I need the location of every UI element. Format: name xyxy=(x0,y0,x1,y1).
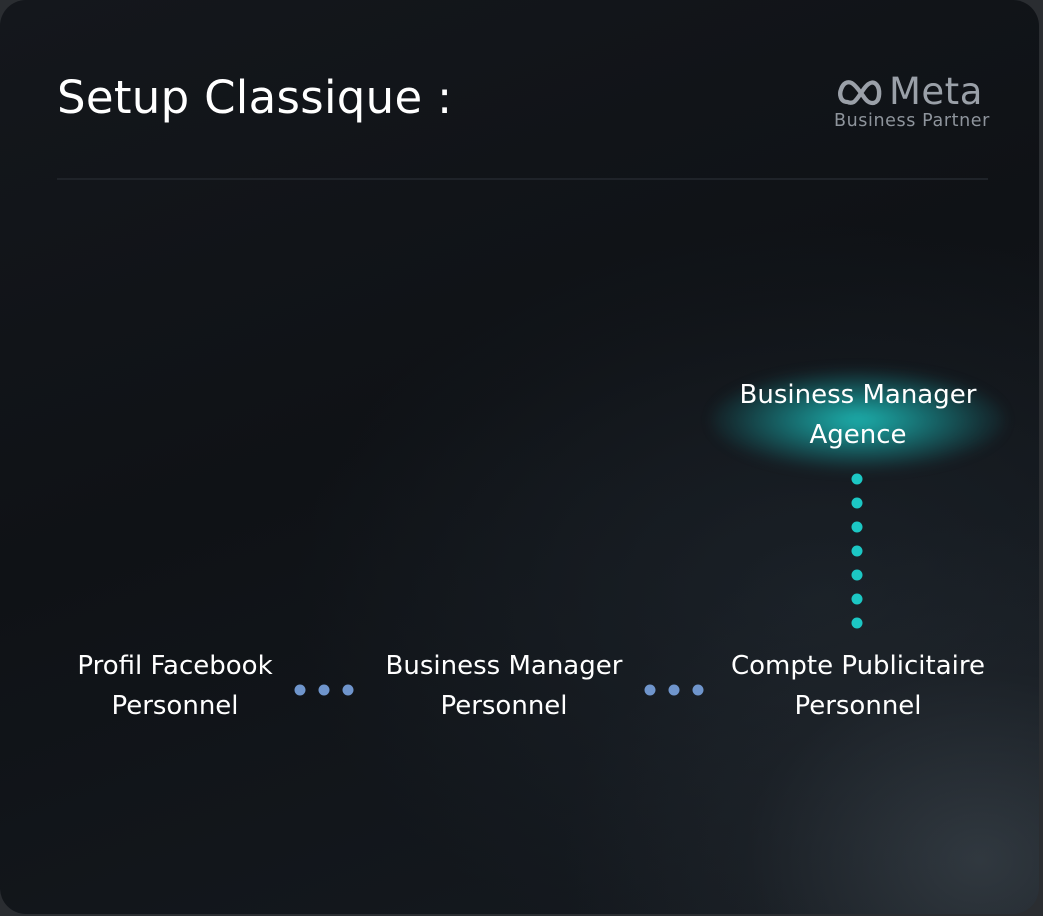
header-divider xyxy=(57,178,988,180)
node-label-line: Business Manager xyxy=(385,651,623,681)
connector-dot xyxy=(851,569,863,581)
meta-infinity-icon xyxy=(838,80,882,106)
meta-business-partner-logo: Meta Business Partner xyxy=(833,72,998,134)
connector-dot xyxy=(851,545,863,557)
node-label-line: Agence xyxy=(809,420,907,450)
connector-dot xyxy=(851,521,863,533)
meta-brand-text: Meta xyxy=(889,70,983,113)
connector-dot xyxy=(668,684,680,696)
connector-dot xyxy=(342,684,354,696)
connector-dot xyxy=(851,617,863,629)
node-label-line: Personnel xyxy=(440,691,568,721)
connector-bm-to-ad-account xyxy=(644,684,704,696)
node-label-line: Personnel xyxy=(794,691,922,721)
node-label-line: Profil Facebook xyxy=(77,651,273,681)
node-business-manager-personnel: Business Manager Personnel xyxy=(364,646,644,726)
meta-subtitle-text: Business Partner xyxy=(834,111,990,131)
node-label-line: Personnel xyxy=(111,691,239,721)
node-business-manager-agence: Business Manager Agence xyxy=(712,375,1004,455)
node-label-line: Compte Publicitaire xyxy=(731,651,985,681)
connector-dot xyxy=(692,684,704,696)
connector-dot xyxy=(851,497,863,509)
connector-dot xyxy=(318,684,330,696)
meta-logo-row: Meta xyxy=(833,72,983,112)
node-profil-facebook-personnel: Profil Facebook Personnel xyxy=(40,646,310,726)
connector-dot xyxy=(644,684,656,696)
connector-dot xyxy=(851,593,863,605)
node-compte-publicitaire-personnel: Compte Publicitaire Personnel xyxy=(712,646,1004,726)
node-label-line: Business Manager xyxy=(739,380,977,410)
page-title: Setup Classique : xyxy=(57,71,453,124)
agency-node-glow xyxy=(712,370,1004,470)
connector-agency-to-ad-account xyxy=(851,473,863,629)
connector-dot xyxy=(851,473,863,485)
